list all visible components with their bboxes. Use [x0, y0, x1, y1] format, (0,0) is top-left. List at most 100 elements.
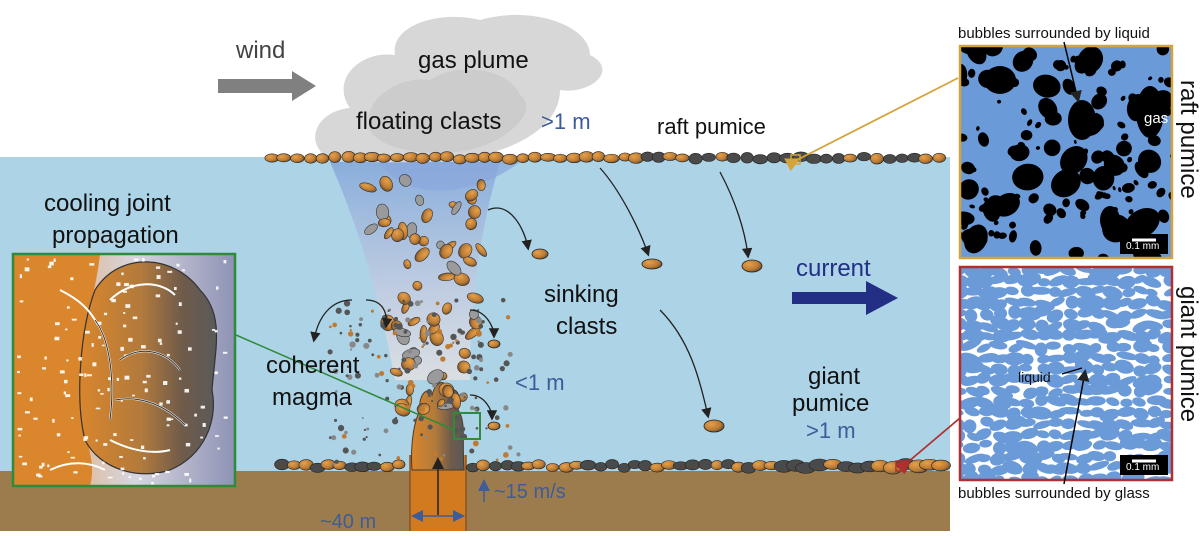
gas-bubble [978, 204, 988, 212]
debris-fragment [431, 312, 437, 318]
cooling-inset-border [11, 252, 237, 488]
debris-fragment [437, 329, 443, 335]
vesicle [73, 471, 78, 474]
column-clast [359, 182, 377, 193]
vesicle [83, 438, 87, 441]
vesicle [217, 447, 220, 450]
raft-pebble [328, 151, 342, 163]
debris-fragment [425, 341, 429, 345]
debris-fragment [426, 320, 430, 324]
debris-fragment [363, 342, 370, 349]
melt-region [980, 416, 994, 427]
melt-region [1103, 353, 1116, 362]
sinking-clast [641, 258, 663, 270]
debris-fragment [460, 392, 466, 398]
vesicle [119, 456, 123, 458]
debris-fragment [422, 343, 426, 346]
debris-fragment [439, 456, 444, 461]
melt-region [1103, 441, 1123, 451]
melt-region [1070, 349, 1093, 364]
giant-scale-label: 0.1 mm [1126, 462, 1159, 473]
vesicle [64, 379, 68, 384]
melt-region [1115, 267, 1133, 275]
gas-bubble [1156, 187, 1166, 198]
raft-pebble [688, 153, 703, 165]
cooling-label-line2: propagation [52, 222, 179, 249]
melt-region [1120, 398, 1133, 408]
melt-region [960, 309, 967, 318]
gas-bubble [1012, 163, 1044, 191]
melt-region [972, 363, 995, 375]
melt-region [1073, 329, 1096, 340]
melt-region [1103, 451, 1117, 462]
debris-fragment [396, 456, 401, 460]
current-label: current [796, 255, 871, 282]
liquid-label: liquid [1018, 369, 1051, 385]
gas-bubble [1080, 210, 1087, 216]
debris-fragment [335, 307, 342, 314]
gas-bubble [1107, 68, 1116, 76]
vesicle [84, 373, 87, 378]
debris-fragment [412, 362, 419, 369]
raft-callout-arrow [1063, 41, 1082, 103]
column-clast [451, 201, 462, 215]
gas-bubble [1056, 208, 1066, 219]
debris-fragment [418, 319, 421, 323]
melt-region [988, 403, 1009, 418]
gas-bubble [961, 228, 986, 248]
gas-bubble [1043, 213, 1054, 224]
melt-region [975, 274, 994, 289]
raft-panel-title: raft pumice [1175, 80, 1202, 199]
column-clast [458, 347, 471, 359]
gas-bubble [1073, 139, 1077, 144]
vesicle [121, 472, 125, 475]
vesicle [200, 405, 205, 409]
melt-region [964, 267, 983, 279]
vesicle [122, 290, 127, 293]
melt-region [1142, 381, 1163, 396]
vesicle [184, 423, 188, 427]
gas-bubble [1007, 145, 1021, 157]
coherent-label-line1: coherent [266, 352, 360, 379]
debris-fragment [345, 374, 349, 378]
raft-pebble [766, 152, 782, 164]
melt-region [1002, 397, 1022, 407]
melt-region [975, 428, 992, 441]
raft-pebble [843, 153, 858, 163]
vesicle [56, 433, 61, 437]
debris-fragment [478, 357, 484, 362]
melt-region [1032, 450, 1055, 461]
vesicle [178, 377, 182, 380]
raft-pebble [527, 151, 543, 163]
debris-fragment [343, 300, 351, 307]
vesicle [185, 442, 191, 447]
melt-region [1003, 352, 1026, 366]
melt-region [1099, 408, 1120, 422]
melt-region [1034, 386, 1049, 397]
melt-region [1101, 362, 1118, 372]
debris-fragment [420, 407, 426, 412]
vesicle [177, 330, 182, 334]
vesicle [95, 407, 101, 410]
debris-fragment [405, 317, 411, 323]
debris-fragment [499, 366, 505, 372]
melt-region [1048, 429, 1062, 440]
melt-region [976, 372, 991, 384]
gas-bubble [1112, 185, 1116, 191]
vesicle [89, 263, 95, 266]
debris-fragment [427, 424, 433, 430]
vesicle [116, 377, 120, 381]
melt-region [1017, 297, 1036, 307]
debris-fragment [447, 397, 454, 404]
giant-label-line1: giant [808, 363, 860, 390]
melt-region [1164, 288, 1172, 297]
melt-region [1130, 418, 1153, 428]
vesicle [42, 367, 47, 370]
debris-fragment [351, 449, 357, 455]
gas-bubble [1073, 55, 1085, 65]
debris-fragment [371, 353, 375, 357]
cooling-zone-marker [453, 412, 481, 440]
melt-region [1056, 287, 1079, 298]
gas-bubble [988, 230, 995, 237]
debris-fragment [355, 337, 360, 343]
